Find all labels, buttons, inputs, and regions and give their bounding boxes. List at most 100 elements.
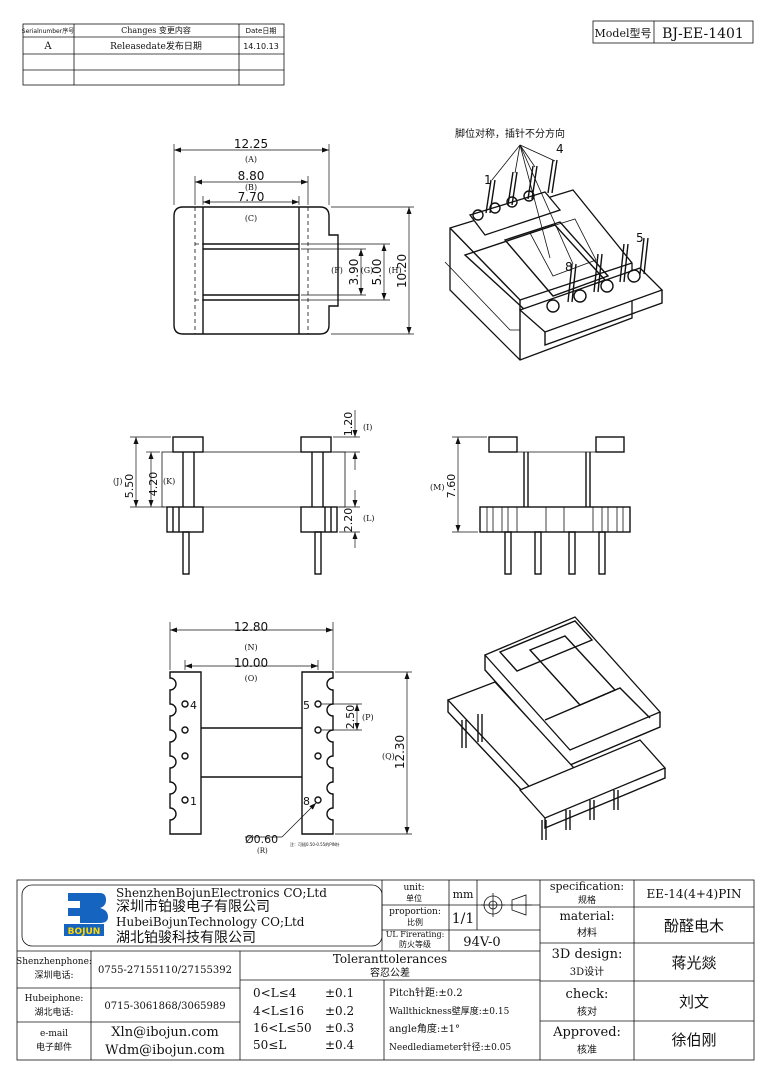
hb-phone-label-cn: 湖北电话: (34, 1006, 73, 1018)
pin-4-label: 4 (556, 142, 564, 156)
dim-Q-tag: (Q) (382, 752, 395, 761)
proportion-value: 1/1 (452, 911, 475, 927)
dim-N-value: 12.80 (234, 620, 268, 634)
spec-label: specification: (550, 880, 624, 893)
company-cn-1: 深圳市铂骏电子有限公司 (116, 898, 270, 915)
dim-L-tag: (L) (363, 514, 375, 523)
tolerance-value-0: ±0.1 (325, 986, 354, 1000)
dim-B-value: 8.80 (238, 169, 265, 183)
projection-symbol-icon (481, 893, 532, 917)
tolerance-title-cn: 容忍公差 (370, 966, 410, 979)
pin-5-label: 5 (636, 231, 644, 245)
model-box: Model型号 BJ-EE-1401 (592, 20, 754, 44)
ul-label: UL Firerating: (386, 930, 445, 939)
pin-1-label: 1 (484, 173, 492, 187)
note-wall: Wallthickness壁厚度:±0.15 (389, 1005, 510, 1017)
rev-header-serial: Serialnumber序号 (22, 27, 74, 35)
email-label-cn: 电子邮件 (36, 1041, 72, 1053)
pin-8-label: 8 (565, 260, 573, 274)
company-en-1: ShenzhenBojunElectronics CO;Ltd (116, 886, 327, 900)
pin-8-label-bottom: 8 (303, 795, 310, 808)
hb-phone-label: Hubeiphone: (25, 994, 84, 1004)
dim-K-tag: (K) (163, 477, 175, 486)
isometric-view-pins-up: 脚位对称，插针不分方向 1 4 5 8 (444, 127, 664, 361)
tolerance-value-3: ±0.4 (325, 1038, 355, 1052)
rev-header-changes: Changes 变更内容 (121, 25, 191, 35)
proportion-label-cn: 比例 (407, 917, 423, 927)
iso-note: 脚位对称，插针不分方向 (455, 127, 565, 140)
dim-C-value: 7.70 (238, 190, 265, 204)
dim-O-value: 10.00 (234, 656, 268, 670)
rev-serial: A (43, 41, 52, 52)
dim-L-value: 2.20 (342, 508, 355, 533)
dim-A-value: 12.25 (234, 137, 268, 151)
ul-label-cn: 防火等级 (399, 939, 431, 949)
tolerance-range-0: 0<L≤4 (253, 986, 297, 1000)
sz-phone: 0755-27155110/27155392 (98, 965, 232, 976)
rev-change: Releasedate发布日期 (110, 40, 202, 52)
design-label-cn: 3D设计 (570, 965, 604, 978)
material-label: material: (559, 909, 614, 923)
material-value: 酚醛电木 (664, 917, 724, 935)
note-pitch: Pitch针距:±0.2 (389, 986, 463, 999)
material-label-cn: 材料 (577, 926, 597, 939)
dim-F-value: 3.90 (347, 259, 361, 286)
revision-table: Serialnumber序号 Changes 变更内容 Date日期 A Rel… (22, 23, 285, 86)
dim-C-tag: (C) (245, 214, 257, 223)
tolerance-value-2: ±0.3 (325, 1021, 354, 1035)
dim-J-value: 5.50 (123, 474, 136, 499)
dim-J-tag: (J) (113, 477, 122, 486)
side-view-left: 1.20 (I) 5.50 (J) 4.20 (K) 2.20 (L) (113, 410, 375, 575)
dim-P-tag: (P) (362, 713, 374, 722)
approved-label-cn: 核准 (577, 1043, 597, 1056)
tolerance-range-2: 16<L≤50 (253, 1021, 312, 1035)
dim-R-tag: (R) (257, 847, 268, 855)
email-label: e-mail (40, 1029, 68, 1039)
logo-text: BOJUN (68, 927, 101, 937)
sz-phone-label-cn: 深圳电话: (34, 969, 73, 981)
spec-value: EE-14(4+4)PIN (646, 887, 741, 901)
rev-date: 14.10.13 (243, 42, 279, 51)
dim-M-tag: (M) (430, 483, 444, 492)
dim-M-value: 7.60 (445, 474, 458, 499)
proportion-label: proportion: (389, 907, 441, 917)
dim-P-value: 2.50 (344, 705, 357, 730)
pin-1-label-bottom: 1 (190, 795, 197, 808)
company-cn-2: 湖北铂骏科技有限公司 (116, 930, 256, 946)
rev-header-date: Date日期 (246, 27, 277, 35)
dim-B-tag: (B) (245, 183, 257, 192)
ul-value: 94V-0 (463, 935, 500, 950)
dim-O-tag: (O) (245, 674, 258, 683)
dim-Q-value: 12.30 (393, 735, 407, 769)
dim-I-value: 1.20 (342, 412, 355, 437)
top-view: 12.25 (A) 8.80 (B) 7.70 (C) 3.90 (F) 5.0… (173, 137, 414, 335)
dim-F-tag: (F) (331, 266, 343, 275)
model-label: Model型号 (595, 26, 652, 40)
unit-label-cn: 单位 (406, 893, 422, 903)
tolerance-title: Toleranttolerances (333, 952, 447, 966)
isometric-view-pins-down (446, 616, 667, 840)
dim-I-tag: (I) (363, 423, 372, 432)
dim-G-tag: (G) (361, 266, 374, 275)
check-value: 刘文 (679, 993, 709, 1011)
pin-4-label-bottom: 4 (190, 699, 197, 712)
note-needle: Needlediameter针径:±0.05 (389, 1041, 511, 1053)
dim-N-tag: (N) (244, 643, 257, 652)
unit-value: mm (453, 888, 474, 901)
email-2: Wdm@ibojun.com (105, 1043, 225, 1058)
bottom-view: 4 1 5 8 12.80 (N) 10.00 (O) 2.50 (P) 12.… (169, 620, 412, 855)
tolerance-range-3: 50≤L (253, 1038, 286, 1052)
dim-H-tag: (H) (388, 266, 401, 275)
pin-5-label-bottom: 5 (303, 699, 310, 712)
email-1: Xln@ibojun.com (111, 1025, 218, 1040)
tolerance-range-1: 4<L≤16 (253, 1004, 304, 1018)
hb-phone: 0715-3061868/3065989 (104, 1001, 225, 1012)
side-view-right: 7.60 (M) (430, 436, 631, 575)
dim-R-value: Ø0.60 (245, 833, 278, 846)
title-block: BOJUN ShenzhenBojunElectronics CO;Ltd 深圳… (16, 879, 755, 1061)
dim-H-value: 10.20 (395, 254, 409, 288)
unit-label: unit: (403, 883, 424, 893)
dim-K-value: 4.20 (147, 472, 160, 497)
dim-A-tag: (A) (245, 155, 257, 164)
